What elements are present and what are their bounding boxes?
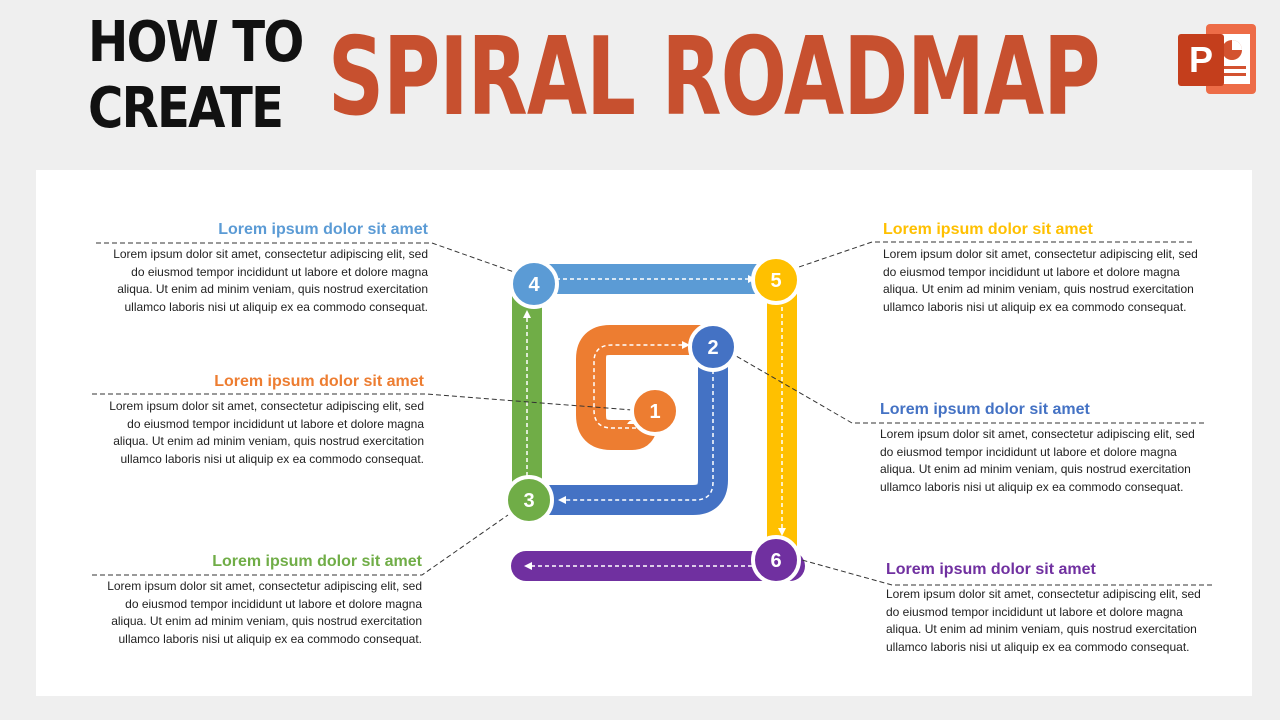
step-number-3: 3 bbox=[523, 490, 534, 512]
svg-text:P: P bbox=[1189, 39, 1213, 80]
step-title-2: Lorem ipsum dolor sit amet bbox=[880, 401, 1090, 418]
step-text-3: Lorem ipsum dolor sit amet, consectetur … bbox=[107, 579, 422, 646]
spiral-arrow-1 bbox=[593, 344, 684, 429]
connector-2 bbox=[735, 355, 1204, 424]
step-block-5: Lorem ipsum dolor sit amet Lorem ipsum d… bbox=[883, 220, 1203, 316]
step-text-6: Lorem ipsum dolor sit amet, consectetur … bbox=[886, 587, 1201, 654]
step-text-1: Lorem ipsum dolor sit amet, consectetur … bbox=[109, 399, 424, 466]
header-line-2: CREATE bbox=[88, 76, 284, 141]
step-circle-2: 2 bbox=[688, 322, 738, 372]
step-circle-4: 4 bbox=[509, 259, 559, 309]
spiral-segment-1 bbox=[576, 325, 706, 450]
header-how-to: HOW TO CREATE bbox=[88, 10, 304, 142]
step-block-6: Lorem ipsum dolor sit amet Lorem ipsum d… bbox=[886, 560, 1208, 656]
step-number-5: 5 bbox=[770, 270, 781, 292]
step-circle-1: 1 bbox=[630, 386, 680, 436]
arrowhead-5 bbox=[778, 528, 786, 536]
step-title-5: Lorem ipsum dolor sit amet bbox=[883, 221, 1093, 238]
spiral-arrow-2 bbox=[564, 370, 714, 501]
step-circle-5: 5 bbox=[751, 255, 801, 305]
step-block-2: Lorem ipsum dolor sit amet Lorem ipsum d… bbox=[880, 400, 1202, 496]
step-text-5: Lorem ipsum dolor sit amet, consectetur … bbox=[883, 247, 1198, 314]
step-number-2: 2 bbox=[707, 337, 718, 359]
step-number-1: 1 bbox=[649, 401, 660, 423]
arrowhead-2 bbox=[558, 496, 566, 504]
step-block-1: Lorem ipsum dolor sit amet Lorem ipsum d… bbox=[94, 372, 424, 468]
connector-6 bbox=[801, 559, 1212, 586]
connector-3 bbox=[92, 514, 509, 576]
connector-4 bbox=[96, 242, 515, 273]
step-circle-3: 3 bbox=[504, 475, 554, 525]
powerpoint-logo-icon: P bbox=[1178, 24, 1256, 94]
step-number-4: 4 bbox=[528, 274, 540, 296]
arrowhead-6 bbox=[524, 562, 532, 570]
step-title-6: Lorem ipsum dolor sit amet bbox=[886, 561, 1096, 578]
step-circle-6: 6 bbox=[751, 535, 801, 585]
page-title: SPIRAL ROADMAP bbox=[328, 15, 1100, 140]
step-title-3: Lorem ipsum dolor sit amet bbox=[212, 553, 422, 570]
step-block-3: Lorem ipsum dolor sit amet Lorem ipsum d… bbox=[92, 552, 422, 648]
step-title-1: Lorem ipsum dolor sit amet bbox=[214, 373, 424, 390]
arrowhead-1 bbox=[682, 341, 690, 349]
step-text-2: Lorem ipsum dolor sit amet, consectetur … bbox=[880, 427, 1195, 494]
slide-canvas: 6 5 4 3 2 1 Lorem ipsum dolor sit amet L… bbox=[36, 170, 1252, 696]
step-number-6: 6 bbox=[770, 550, 781, 572]
connector-lines bbox=[92, 241, 1212, 586]
step-text-4: Lorem ipsum dolor sit amet, consectetur … bbox=[113, 247, 428, 314]
step-title-4: Lorem ipsum dolor sit amet bbox=[218, 221, 428, 238]
header-line-1: HOW TO bbox=[88, 10, 304, 75]
spiral-diagram: 6 5 4 3 2 1 bbox=[92, 241, 1212, 586]
connector-5 bbox=[795, 241, 1192, 269]
arrowhead-3 bbox=[523, 310, 531, 318]
step-block-4: Lorem ipsum dolor sit amet Lorem ipsum d… bbox=[98, 220, 428, 316]
